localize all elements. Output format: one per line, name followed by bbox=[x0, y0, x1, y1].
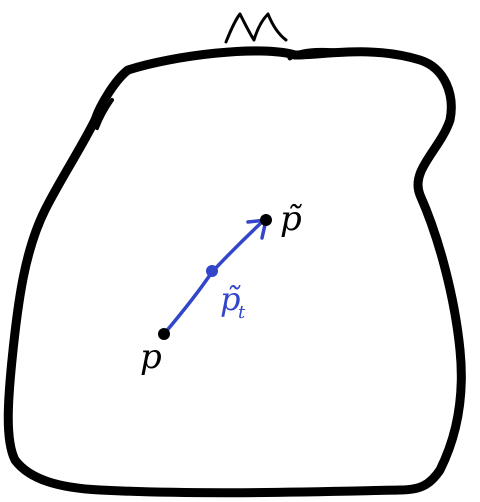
mid-point-label: p̃ t bbox=[220, 280, 246, 323]
end-point bbox=[260, 214, 272, 226]
manifold-boundary-texture bbox=[287, 47, 348, 61]
end-point-label: p̃ bbox=[280, 199, 303, 239]
manifold-label: M bbox=[224, 12, 288, 44]
mid-point bbox=[206, 265, 218, 277]
manifold-label-text: M bbox=[255, 37, 256, 39]
manifold-boundary-texture-left bbox=[95, 98, 114, 130]
path-curve bbox=[162, 220, 264, 336]
manifold-boundary bbox=[3, 46, 466, 498]
mid-point-label-text: p̃ bbox=[220, 280, 241, 318]
start-point bbox=[158, 328, 170, 340]
start-point-label: p bbox=[140, 337, 162, 377]
mid-point-label-subscript: t bbox=[238, 302, 246, 323]
